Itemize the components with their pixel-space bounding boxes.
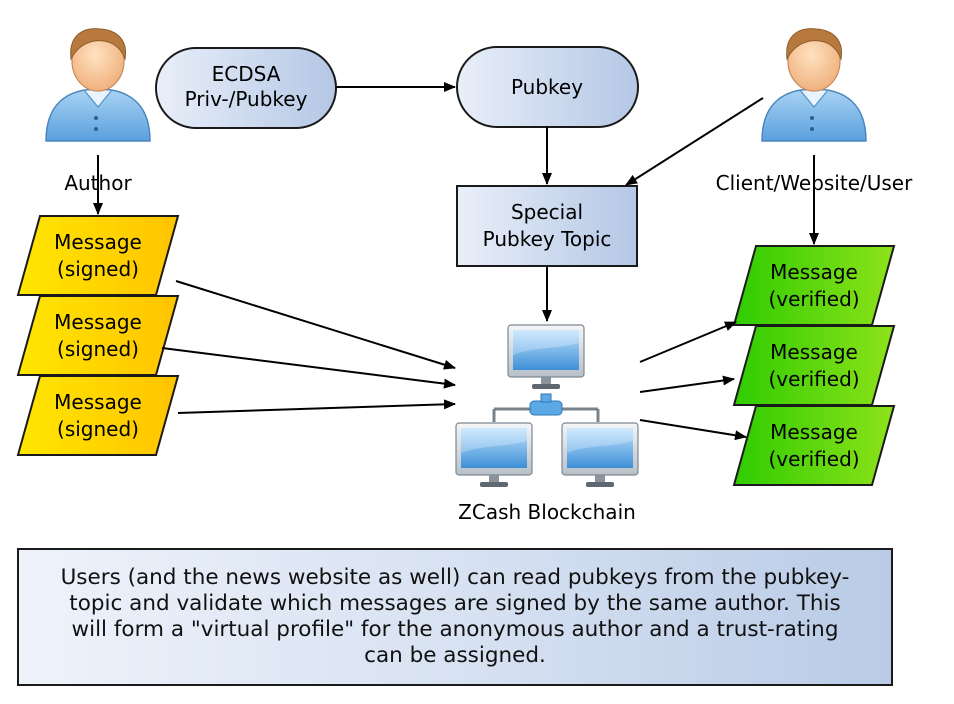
pubkey-node: Pubkey [456, 46, 639, 128]
signed-message-3-line1: Message [54, 390, 142, 414]
arrow-client-to-topic [625, 97, 764, 186]
computer-monitor-icon [455, 422, 533, 488]
computer-monitor-icon [561, 422, 639, 488]
topic-line2: Pubkey Topic [483, 227, 612, 251]
verified-message-3-line2: (verified) [768, 447, 859, 471]
signed-message-2-line2: (signed) [57, 337, 139, 361]
client-person-icon [761, 27, 867, 142]
signed-message-2: Message (signed) [16, 295, 180, 376]
arrow-blockchain-to-verified1 [639, 321, 737, 363]
arrow-signed2-to-blockchain [161, 347, 456, 389]
arrow-blockchain-to-verified3 [639, 419, 747, 441]
verified-message-1: Message (verified) [732, 245, 896, 326]
signed-message-1: Message (signed) [16, 215, 180, 296]
signed-message-1-line2: (signed) [57, 257, 139, 281]
signed-message-1-line1: Message [54, 230, 142, 254]
verified-message-2-line2: (verified) [768, 367, 859, 391]
explanation-note: Users (and the news website as well) can… [17, 548, 893, 686]
ecdsa-line1: ECDSA [212, 62, 281, 86]
arrow-signed3-to-blockchain [177, 399, 456, 414]
arrow-blockchain-to-verified2 [639, 375, 735, 393]
author-person-icon [45, 27, 151, 142]
computer-monitor-icon [507, 324, 585, 390]
pubkey-label: Pubkey [511, 75, 583, 99]
signed-message-3-line2: (signed) [57, 417, 139, 441]
verified-message-1-line1: Message [770, 260, 858, 284]
verified-message-2: Message (verified) [732, 325, 896, 406]
verified-message-3-line1: Message [770, 420, 858, 444]
arrow-signed1-to-blockchain [175, 280, 456, 370]
signed-message-3: Message (signed) [16, 375, 180, 456]
special-pubkey-topic-node: Special Pubkey Topic [456, 185, 638, 267]
verified-message-1-line2: (verified) [768, 287, 859, 311]
verified-message-2-line1: Message [770, 340, 858, 364]
ecdsa-keypair-node: ECDSA Priv-/Pubkey [155, 47, 337, 129]
zcash-blockchain-network [455, 324, 639, 488]
ecdsa-line2: Priv-/Pubkey [185, 87, 308, 111]
topic-line1: Special [511, 200, 583, 224]
verified-message-3: Message (verified) [732, 405, 896, 486]
signed-message-2-line1: Message [54, 310, 142, 334]
blockchain-label: ZCash Blockchain [458, 500, 636, 524]
network-connector-icon [529, 393, 563, 416]
